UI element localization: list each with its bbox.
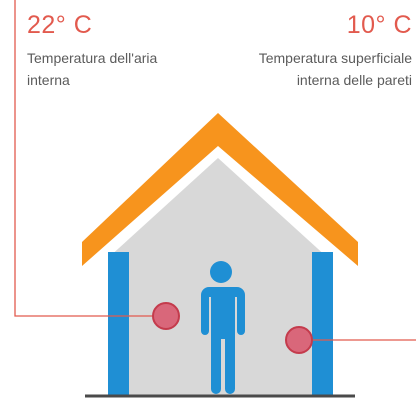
air-temperature-label: Temperatura dell'aria interna xyxy=(27,47,157,91)
wall-temperature-label: Temperatura superficiale interna delle p… xyxy=(259,47,412,91)
air-temperature-label-line-2: interna xyxy=(27,72,70,88)
air-temperature-leader-line xyxy=(14,0,152,317)
air-temperature-marker xyxy=(152,302,180,330)
wall-temperature-marker xyxy=(285,326,313,354)
wall-temperature-label-line-1: Temperatura superficiale xyxy=(258,50,412,66)
person-icon xyxy=(201,261,245,394)
right-wall xyxy=(312,252,333,395)
left-wall xyxy=(108,252,129,395)
wall-temperature-value: 10° C xyxy=(346,11,412,39)
wall-temperature-label-line-2: interna delle pareti xyxy=(296,72,412,88)
roof xyxy=(82,113,358,266)
air-temperature-label-line-1: Temperatura dell'aria xyxy=(27,50,158,66)
air-temperature-value: 22° C xyxy=(27,11,93,39)
